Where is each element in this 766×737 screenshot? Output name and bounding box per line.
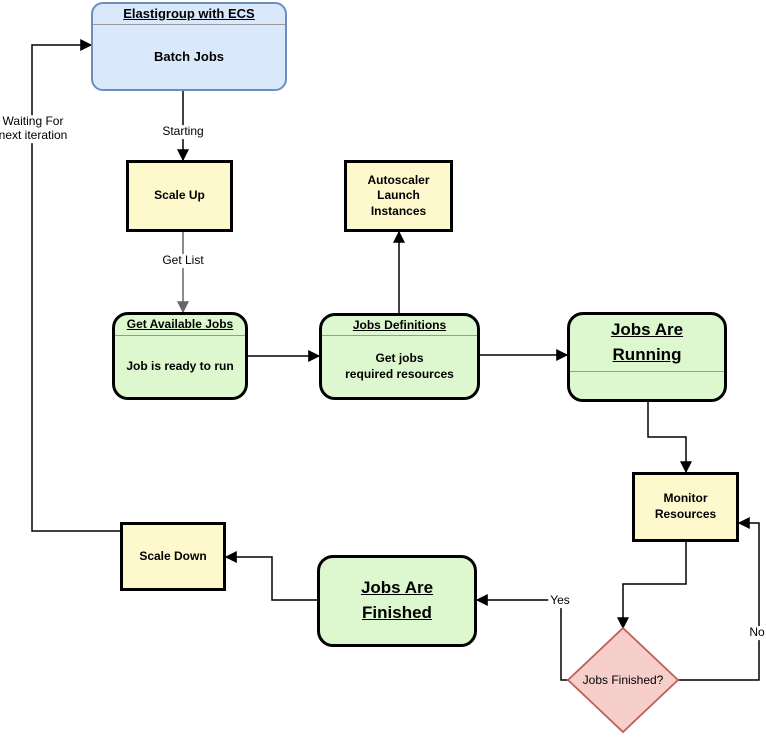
node-autoscaler-launch-instances: Autoscaler Launch Instances <box>344 160 453 232</box>
jobs-definitions-body: Get jobs required resources <box>345 350 454 381</box>
get-available-jobs-body: Job is ready to run <box>126 358 234 373</box>
node-jobs-are-running: Jobs Are Running <box>567 312 727 402</box>
jobs-are-running-title: Jobs Are Running <box>570 315 724 372</box>
node-jobs-definitions: Jobs Definitions Get jobs required resou… <box>319 313 480 400</box>
edge-label-no: No <box>747 625 766 640</box>
monitor-resources-label: Monitor Resources <box>654 491 717 521</box>
edge-finished-to-scale-down <box>224 551 317 601</box>
node-monitor-resources: Monitor Resources <box>632 472 739 542</box>
get-available-jobs-title: Get Available Jobs <box>115 315 245 336</box>
edge-scale-down-to-elastigroup <box>31 39 120 532</box>
edge-label-get-list: Get List <box>160 253 206 268</box>
node-scale-down: Scale Down <box>120 522 226 591</box>
jobs-definitions-title: Jobs Definitions <box>322 316 477 336</box>
node-get-available-jobs: Get Available Jobs Job is ready to run <box>112 312 248 400</box>
jobs-are-running-body <box>570 372 724 399</box>
jobs-are-finished-label: Jobs Are Finished <box>360 578 434 622</box>
decision-jobs-finished-label: Jobs Finished? <box>582 673 664 688</box>
edge-no-loop <box>678 517 760 681</box>
scale-down-label: Scale Down <box>139 548 207 563</box>
edge-label-yes: Yes <box>548 593 572 608</box>
edge-monitor-to-decision <box>617 542 687 630</box>
elastigroup-title: Elastigroup with ECS <box>93 4 285 25</box>
autoscaler-label: Autoscaler Launch Instances <box>367 172 430 218</box>
edge-label-starting: Starting <box>160 124 206 139</box>
edge-label-waiting-for-next-iteration: Waiting For next iteration <box>0 114 70 143</box>
edge-yes <box>475 594 568 681</box>
node-jobs-are-finished: Jobs Are Finished <box>317 555 477 647</box>
scale-up-label: Scale Up <box>154 188 205 203</box>
edge-running-to-monitor <box>647 402 692 474</box>
node-elastigroup-batch-jobs: Elastigroup with ECS Batch Jobs <box>91 2 287 91</box>
node-scale-up: Scale Up <box>126 160 233 232</box>
decision-jobs-finished <box>566 626 680 734</box>
elastigroup-body: Batch Jobs <box>153 48 225 64</box>
